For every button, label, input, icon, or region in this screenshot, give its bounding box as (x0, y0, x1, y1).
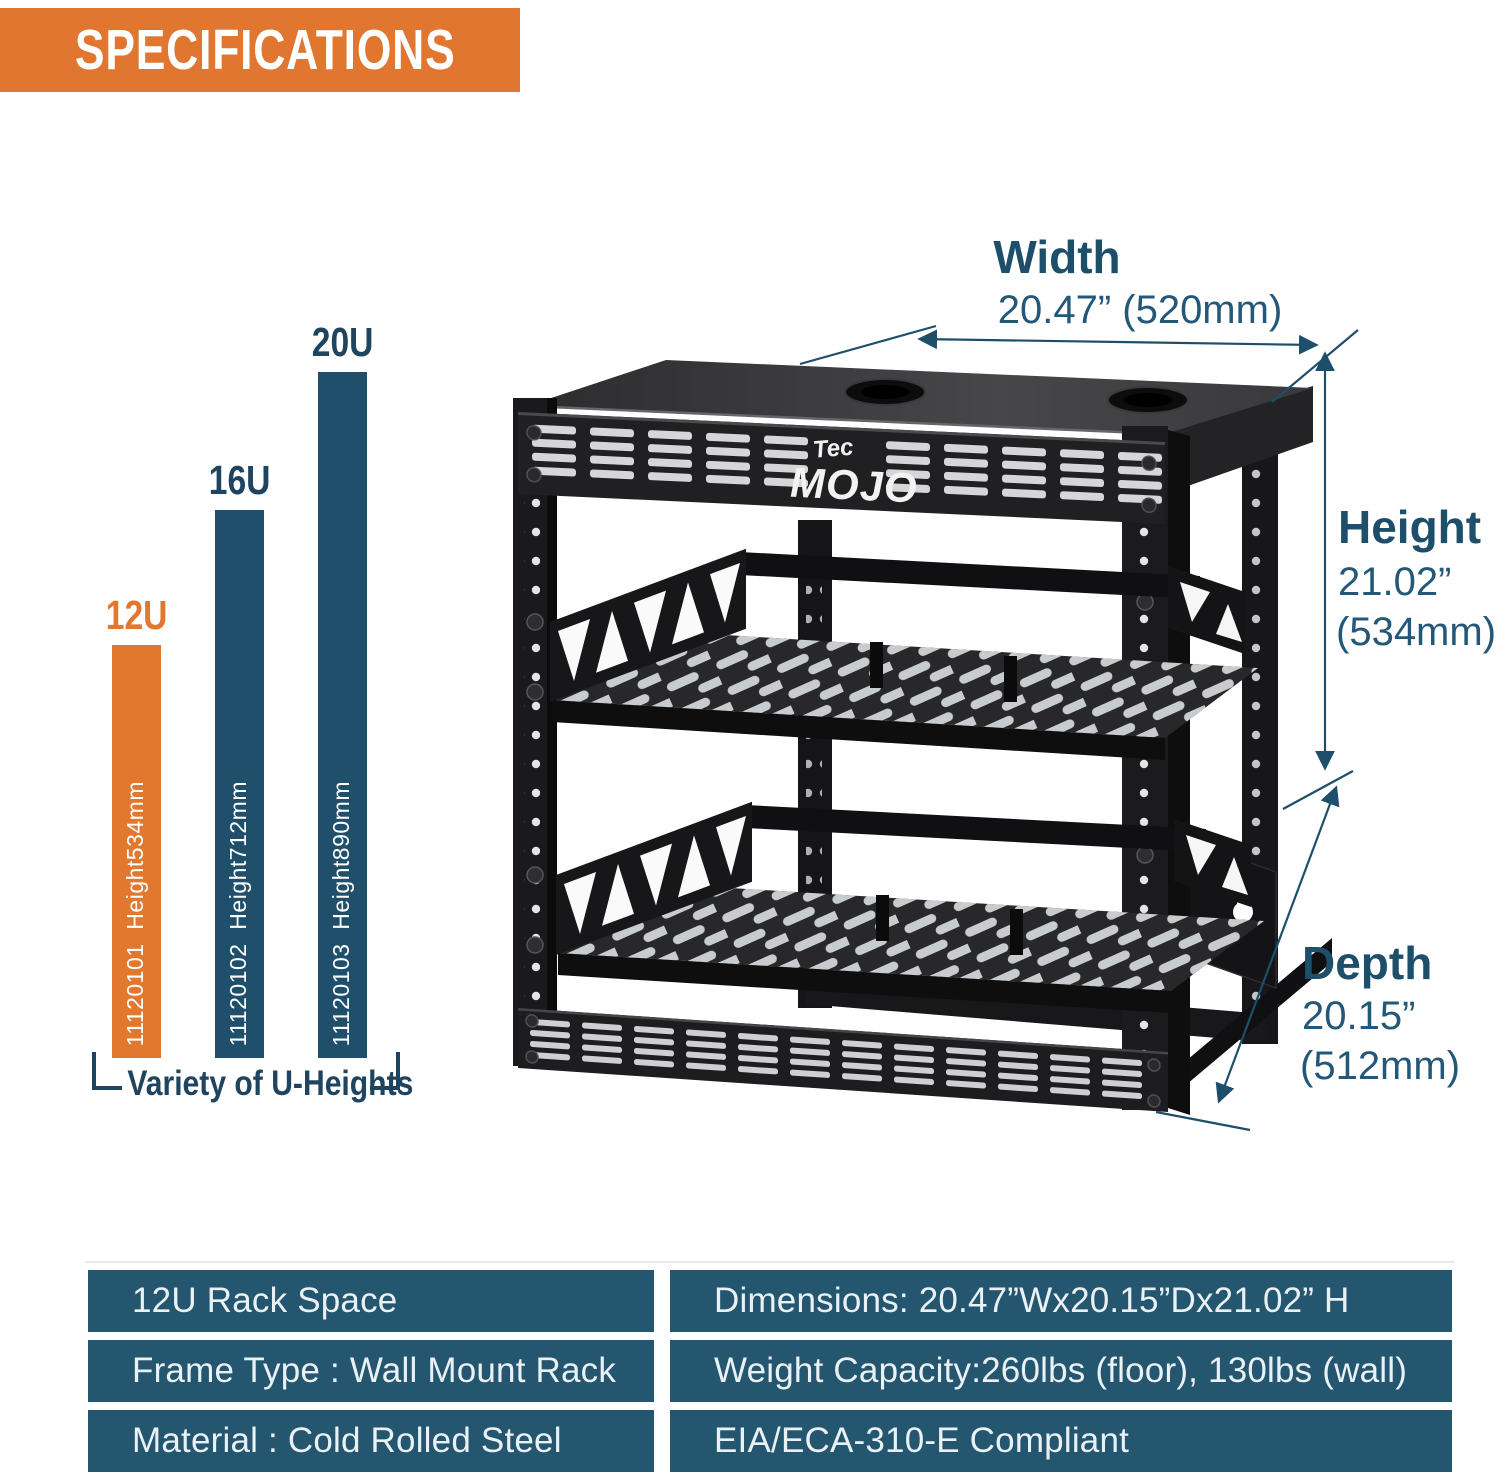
spec-cell-compliance: EIA/ECA-310-E Compliant (670, 1410, 1452, 1472)
height-value-mm: (534mm) (1336, 610, 1497, 654)
header-banner: SPECIFICATIONS (0, 8, 520, 92)
top-right-skirt (1165, 386, 1313, 494)
width-extension-right (1271, 329, 1359, 403)
depth-label: Depth (1302, 937, 1433, 989)
width-dimension-arrow (917, 329, 1319, 355)
brand-logo: Tec MOJO (790, 434, 918, 512)
spec-cell-rack-space: 12U Rack Space (88, 1270, 654, 1332)
bar-column-20u: 20U 11120103 Height890mm (312, 319, 373, 1058)
spec-cell-material: Material : Cold Rolled Steel (88, 1410, 654, 1472)
spec-cell-weight-capacity: Weight Capacity:260lbs (floor), 130lbs (… (670, 1340, 1452, 1402)
table-divider-line (85, 1261, 1455, 1263)
spec-table: 12U Rack Space Dimensions: 20.47”Wx20.15… (88, 1270, 1452, 1472)
width-extension-left (799, 324, 937, 366)
page-title: SPECIFICATIONS (74, 18, 456, 82)
bar-label-20u: 20U (311, 319, 374, 365)
brand-script: Tec (811, 434, 854, 464)
caption-bracket-right (370, 1052, 400, 1090)
bar-20u: 11120103 Height890mm (318, 372, 367, 1058)
bar-inner-label-20u: 11120103 Height890mm (327, 780, 354, 1046)
spec-cell-frame-type: Frame Type : Wall Mount Rack (88, 1340, 654, 1402)
bar-inner-label-12u: 11120101 Height534mm (121, 780, 148, 1046)
dimension-lines (799, 324, 1359, 1132)
depth-value-mm: (512mm) (1300, 1044, 1461, 1088)
bar-label-16u: 16U (208, 457, 271, 503)
u-height-chart: 12U 11120101 Height534mm 16U 11120102 He… (90, 300, 400, 1058)
top-panel (526, 360, 1313, 436)
bar-inner-label-16u: 11120102 Height712mm (224, 780, 251, 1046)
bar-16u: 11120102 Height712mm (215, 510, 264, 1058)
height-label: Height (1338, 501, 1482, 553)
bar-column-12u: 12U 11120101 Height534mm (106, 592, 167, 1058)
spec-cell-dimensions: Dimensions: 20.47”Wx20.15”Dx21.02” H (670, 1270, 1452, 1332)
chart-caption: Variety of U-Heights (127, 1064, 414, 1103)
width-value: 20.47” (520mm) (997, 288, 1283, 332)
bar-label-12u: 12U (105, 592, 168, 638)
height-value-inches: 21.02” (1338, 560, 1452, 604)
caption-bracket-left (92, 1052, 122, 1090)
top-vent-rail: Tec MOJO (518, 412, 1165, 525)
bar-12u: 11120101 Height534mm (112, 645, 161, 1058)
depth-extension-bottom (1155, 1110, 1251, 1132)
bar-column-16u: 16U 11120102 Height712mm (209, 457, 270, 1058)
depth-dimension-arrow (1215, 785, 1340, 1104)
brand-name: MOJO (790, 459, 918, 512)
depth-value-inches: 20.15” (1302, 994, 1416, 1038)
bottom-vent-rail (518, 1008, 1168, 1112)
width-label: Width (993, 231, 1121, 283)
front-left-post (513, 398, 557, 1066)
height-extension-bottom (1282, 770, 1354, 810)
